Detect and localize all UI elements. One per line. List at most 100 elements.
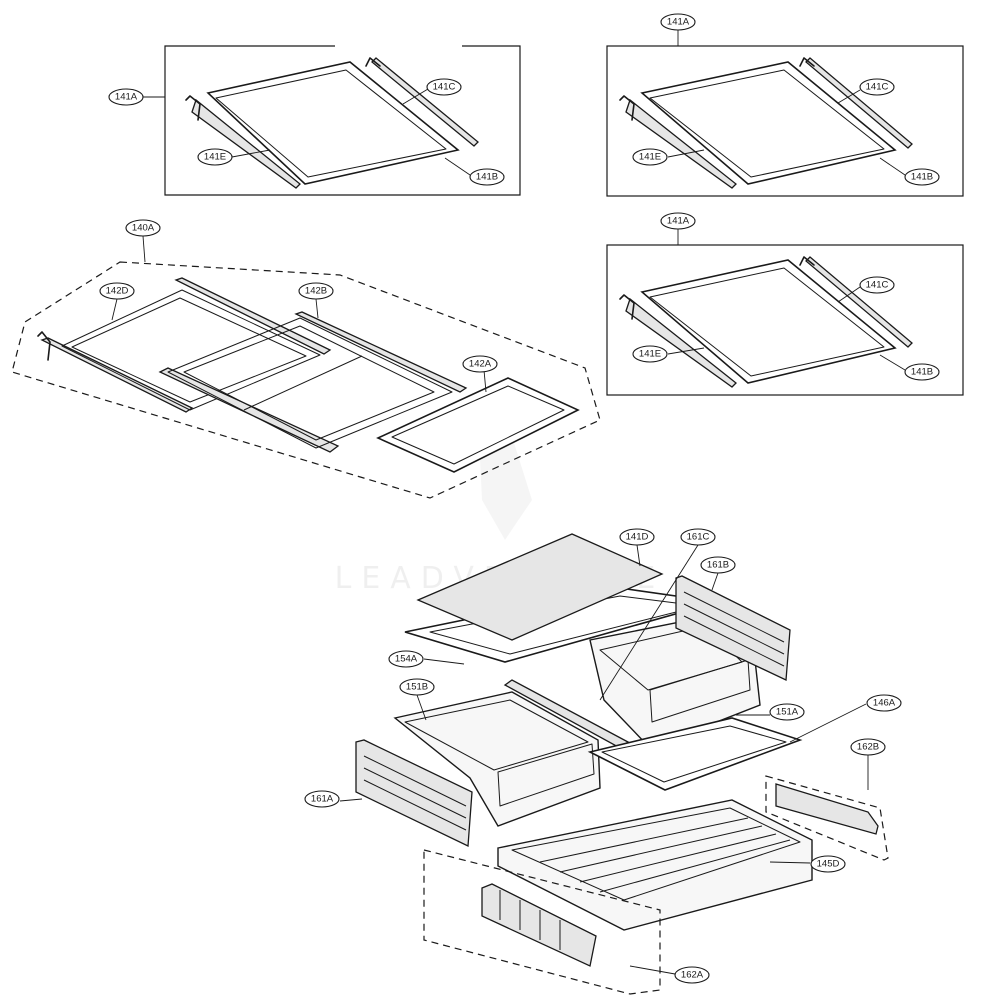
callout-text: 142A — [469, 359, 492, 370]
callout-text: 141B — [476, 172, 498, 183]
callout-141C-3: 141C — [859, 276, 895, 294]
callout-text: 140A — [132, 223, 155, 234]
frame-142B — [167, 317, 453, 449]
callout-text: 145D — [817, 859, 840, 870]
rail-hook — [799, 57, 815, 67]
glass-shelf-141B — [640, 259, 897, 384]
callout-141B-3: 141B — [904, 363, 940, 381]
callout-text: 141C — [866, 280, 889, 291]
callout-text: 141E — [639, 349, 661, 360]
callout-text: 162A — [681, 970, 704, 981]
callout-text: 161B — [707, 560, 729, 571]
callout-161C: 161C — [680, 528, 716, 546]
rail-142B-left — [158, 367, 340, 453]
glass-inner-edge — [215, 69, 447, 178]
callout-162A: 162A — [674, 966, 710, 984]
callout-154A: 154A — [388, 650, 424, 668]
cover-146A — [587, 717, 803, 791]
rail-142D-left — [40, 337, 194, 413]
cover-162B-outline — [765, 775, 889, 861]
side-rail-141E — [625, 297, 737, 388]
callout-text: 154A — [395, 654, 418, 665]
crisper-bin-151B — [393, 691, 601, 827]
callout-text: 141E — [639, 152, 661, 163]
callout-161B: 161B — [700, 556, 736, 574]
frame-crossbar — [243, 355, 363, 411]
shelf-assembly-2 — [606, 45, 964, 197]
rail-hook — [619, 95, 635, 121]
glass-inner-142A — [391, 385, 565, 465]
tray-145D-floor — [511, 807, 801, 901]
callout-142D: 142D — [99, 282, 135, 300]
glass-shelf-141B — [206, 61, 460, 185]
callout-leaders — [111, 30, 906, 975]
callout-text: 151B — [406, 682, 428, 693]
cover-162A — [481, 883, 597, 967]
callout-text: 141E — [204, 152, 226, 163]
callout-141B-2: 141B — [904, 168, 940, 186]
callout-151B: 151B — [399, 678, 435, 696]
rail-hook — [799, 256, 815, 266]
rail-hook — [619, 294, 635, 320]
cover-162A-outline — [423, 849, 661, 995]
rail-hook — [365, 57, 381, 67]
callout-text: 151A — [776, 707, 799, 718]
bin-151A-front — [649, 659, 751, 723]
callout-text: 141C — [866, 82, 889, 93]
callout-text: 141B — [911, 367, 933, 378]
callout-text: 141A — [667, 17, 690, 28]
bin-151B-front — [497, 743, 595, 807]
side-panel-161B-ribs — [683, 591, 785, 667]
callout-text: 142B — [305, 286, 327, 297]
callout-text: 141D — [626, 532, 649, 543]
glass-inner-edge — [649, 267, 885, 377]
callout-text: 141A — [115, 92, 138, 103]
divider-161C — [503, 679, 630, 749]
shelf-assembly-3 — [606, 244, 964, 396]
assembly-box-3 — [606, 244, 964, 396]
callout-141E-3: 141E — [632, 345, 668, 363]
glass-shelf-141B — [640, 61, 897, 185]
callout-text: 162B — [857, 742, 879, 753]
callout-141C-2: 141C — [859, 78, 895, 96]
tray-145D-ribs — [539, 817, 791, 893]
assembly-outline-140A — [11, 261, 601, 499]
shelf-assembly-140A — [11, 261, 601, 499]
assembly-box-2 — [606, 45, 964, 197]
callout-text: 142D — [106, 286, 129, 297]
cover-146A-inner — [601, 725, 787, 783]
callout-141A-2: 141A — [660, 13, 696, 31]
callout-text: 161A — [311, 794, 334, 805]
side-rail-141C — [371, 57, 479, 147]
cover-162A-ribs — [499, 890, 561, 950]
side-rail-141C — [805, 57, 913, 149]
callout-141A-3: 141A — [660, 212, 696, 230]
frame-142B-inner — [183, 325, 435, 441]
callout-161A: 161A — [304, 790, 340, 808]
side-rail-141E — [191, 98, 301, 189]
callout-text: 141C — [433, 82, 456, 93]
callout-text: 141A — [667, 216, 690, 227]
glass-shelf-142A — [376, 377, 580, 473]
callout-141D: 141D — [619, 528, 655, 546]
callout-140A: 140A — [125, 219, 161, 237]
callout-141B-1: 141B — [469, 168, 505, 186]
assembly-box-1 — [164, 45, 521, 196]
rail-142D-right — [174, 277, 332, 355]
callout-142B: 142B — [298, 282, 334, 300]
cover-162B — [775, 783, 879, 835]
callout-text: 141B — [911, 172, 933, 183]
rail-hook — [37, 331, 51, 361]
side-panel-161A-ribs — [363, 755, 467, 831]
callout-151A: 151A — [769, 703, 805, 721]
callout-141A-1: 141A — [108, 88, 144, 106]
crisper-assembly — [355, 533, 889, 995]
side-rail-141E — [625, 98, 737, 189]
side-rail-141C — [805, 256, 913, 348]
shelf-assembly-1 — [164, 45, 521, 196]
rail-hook — [185, 95, 201, 121]
callout-146A: 146A — [866, 694, 902, 712]
glass-inner-edge — [649, 69, 885, 178]
rail-142B-right — [294, 311, 468, 393]
